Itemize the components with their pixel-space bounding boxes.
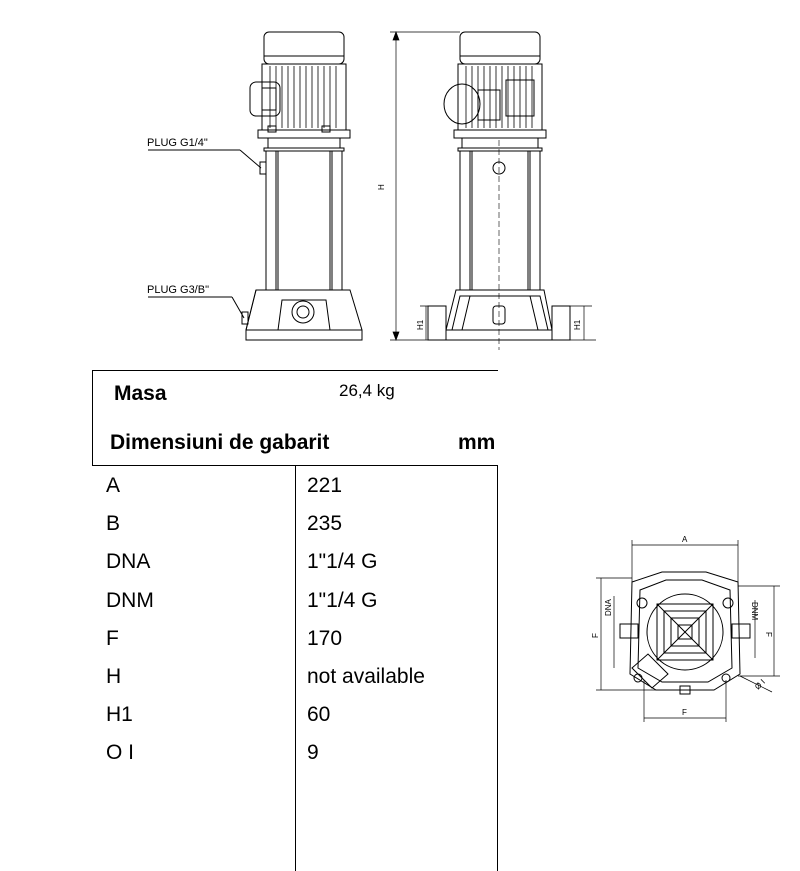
dimensions-unit: mm: [458, 431, 496, 454]
row-key: H: [106, 664, 122, 688]
table-row: B 235: [92, 512, 498, 550]
table-row: O I 9: [92, 741, 498, 779]
row-key: F: [106, 626, 119, 650]
h1-dimension-label-left: H1: [416, 319, 425, 330]
row-key: DNA: [106, 550, 151, 574]
table-right-border: [497, 466, 498, 871]
f-dimension-label-left: F: [591, 633, 600, 638]
row-value: 1"1/4 G: [307, 588, 378, 612]
dimension-lines-side: [390, 31, 596, 341]
pump-side-view-left: [148, 31, 363, 341]
row-value: 170: [307, 626, 343, 650]
table-row: H1 60: [92, 703, 498, 741]
table-left-border: [92, 370, 93, 466]
row-key: DNM: [106, 588, 154, 612]
header-separator: [92, 465, 498, 466]
row-value: 221: [307, 474, 343, 497]
table-row: A 221: [92, 474, 498, 512]
f-dimension-label-right: F: [764, 632, 773, 637]
table-row: F 170: [92, 627, 498, 665]
row-key: H1: [106, 703, 133, 727]
table-row: DNA 1"1/4 G: [92, 550, 498, 588]
row-key: A: [106, 474, 121, 497]
pump-front-view-right: [427, 31, 571, 350]
row-value: 235: [307, 512, 343, 536]
plug-bottom-label: PLUG G3/B": [147, 284, 209, 296]
height-dimension-label: H: [377, 184, 386, 190]
mass-value: 26,4 kg: [339, 381, 395, 400]
f-dimension-label-bottom: F: [682, 708, 687, 717]
row-value: 60: [307, 703, 331, 727]
dimension-rows: A 221 B 235 DNA 1"1/4 G DNM 1"1/4 G F 17…: [92, 474, 498, 780]
column-separator: [295, 466, 296, 871]
dimension-lines-top: [596, 540, 780, 722]
row-value: 1"1/4 G: [307, 550, 378, 574]
plug-top-label: PLUG G1/4": [147, 137, 208, 149]
dna-dimension-label: DNA: [604, 598, 613, 616]
mass-section: Masa 26,4 kg Dimensiuni de gabarit mm: [92, 370, 500, 466]
row-key: B: [106, 512, 121, 536]
dnm-dimension-label: DNM: [750, 602, 759, 621]
dimensions-title: Dimensiuni de gabarit: [110, 431, 330, 454]
row-value: not available: [307, 664, 425, 688]
mass-label: Masa: [114, 382, 167, 405]
technical-drawing: PLUG G1/4" PLUG G3/B" H H1 H1 A DNA F DN…: [147, 31, 780, 722]
table-row: H not available: [92, 665, 498, 703]
hole-dimension-label: Ø I: [753, 678, 767, 692]
table-row: DNM 1"1/4 G: [92, 589, 498, 627]
row-key: O I: [106, 741, 135, 765]
pump-top-view: [619, 571, 751, 695]
table-top-border: [92, 370, 498, 371]
row-value: 9: [307, 741, 319, 765]
a-dimension-label: A: [682, 535, 688, 544]
h1-dimension-label-right: H1: [573, 319, 582, 330]
